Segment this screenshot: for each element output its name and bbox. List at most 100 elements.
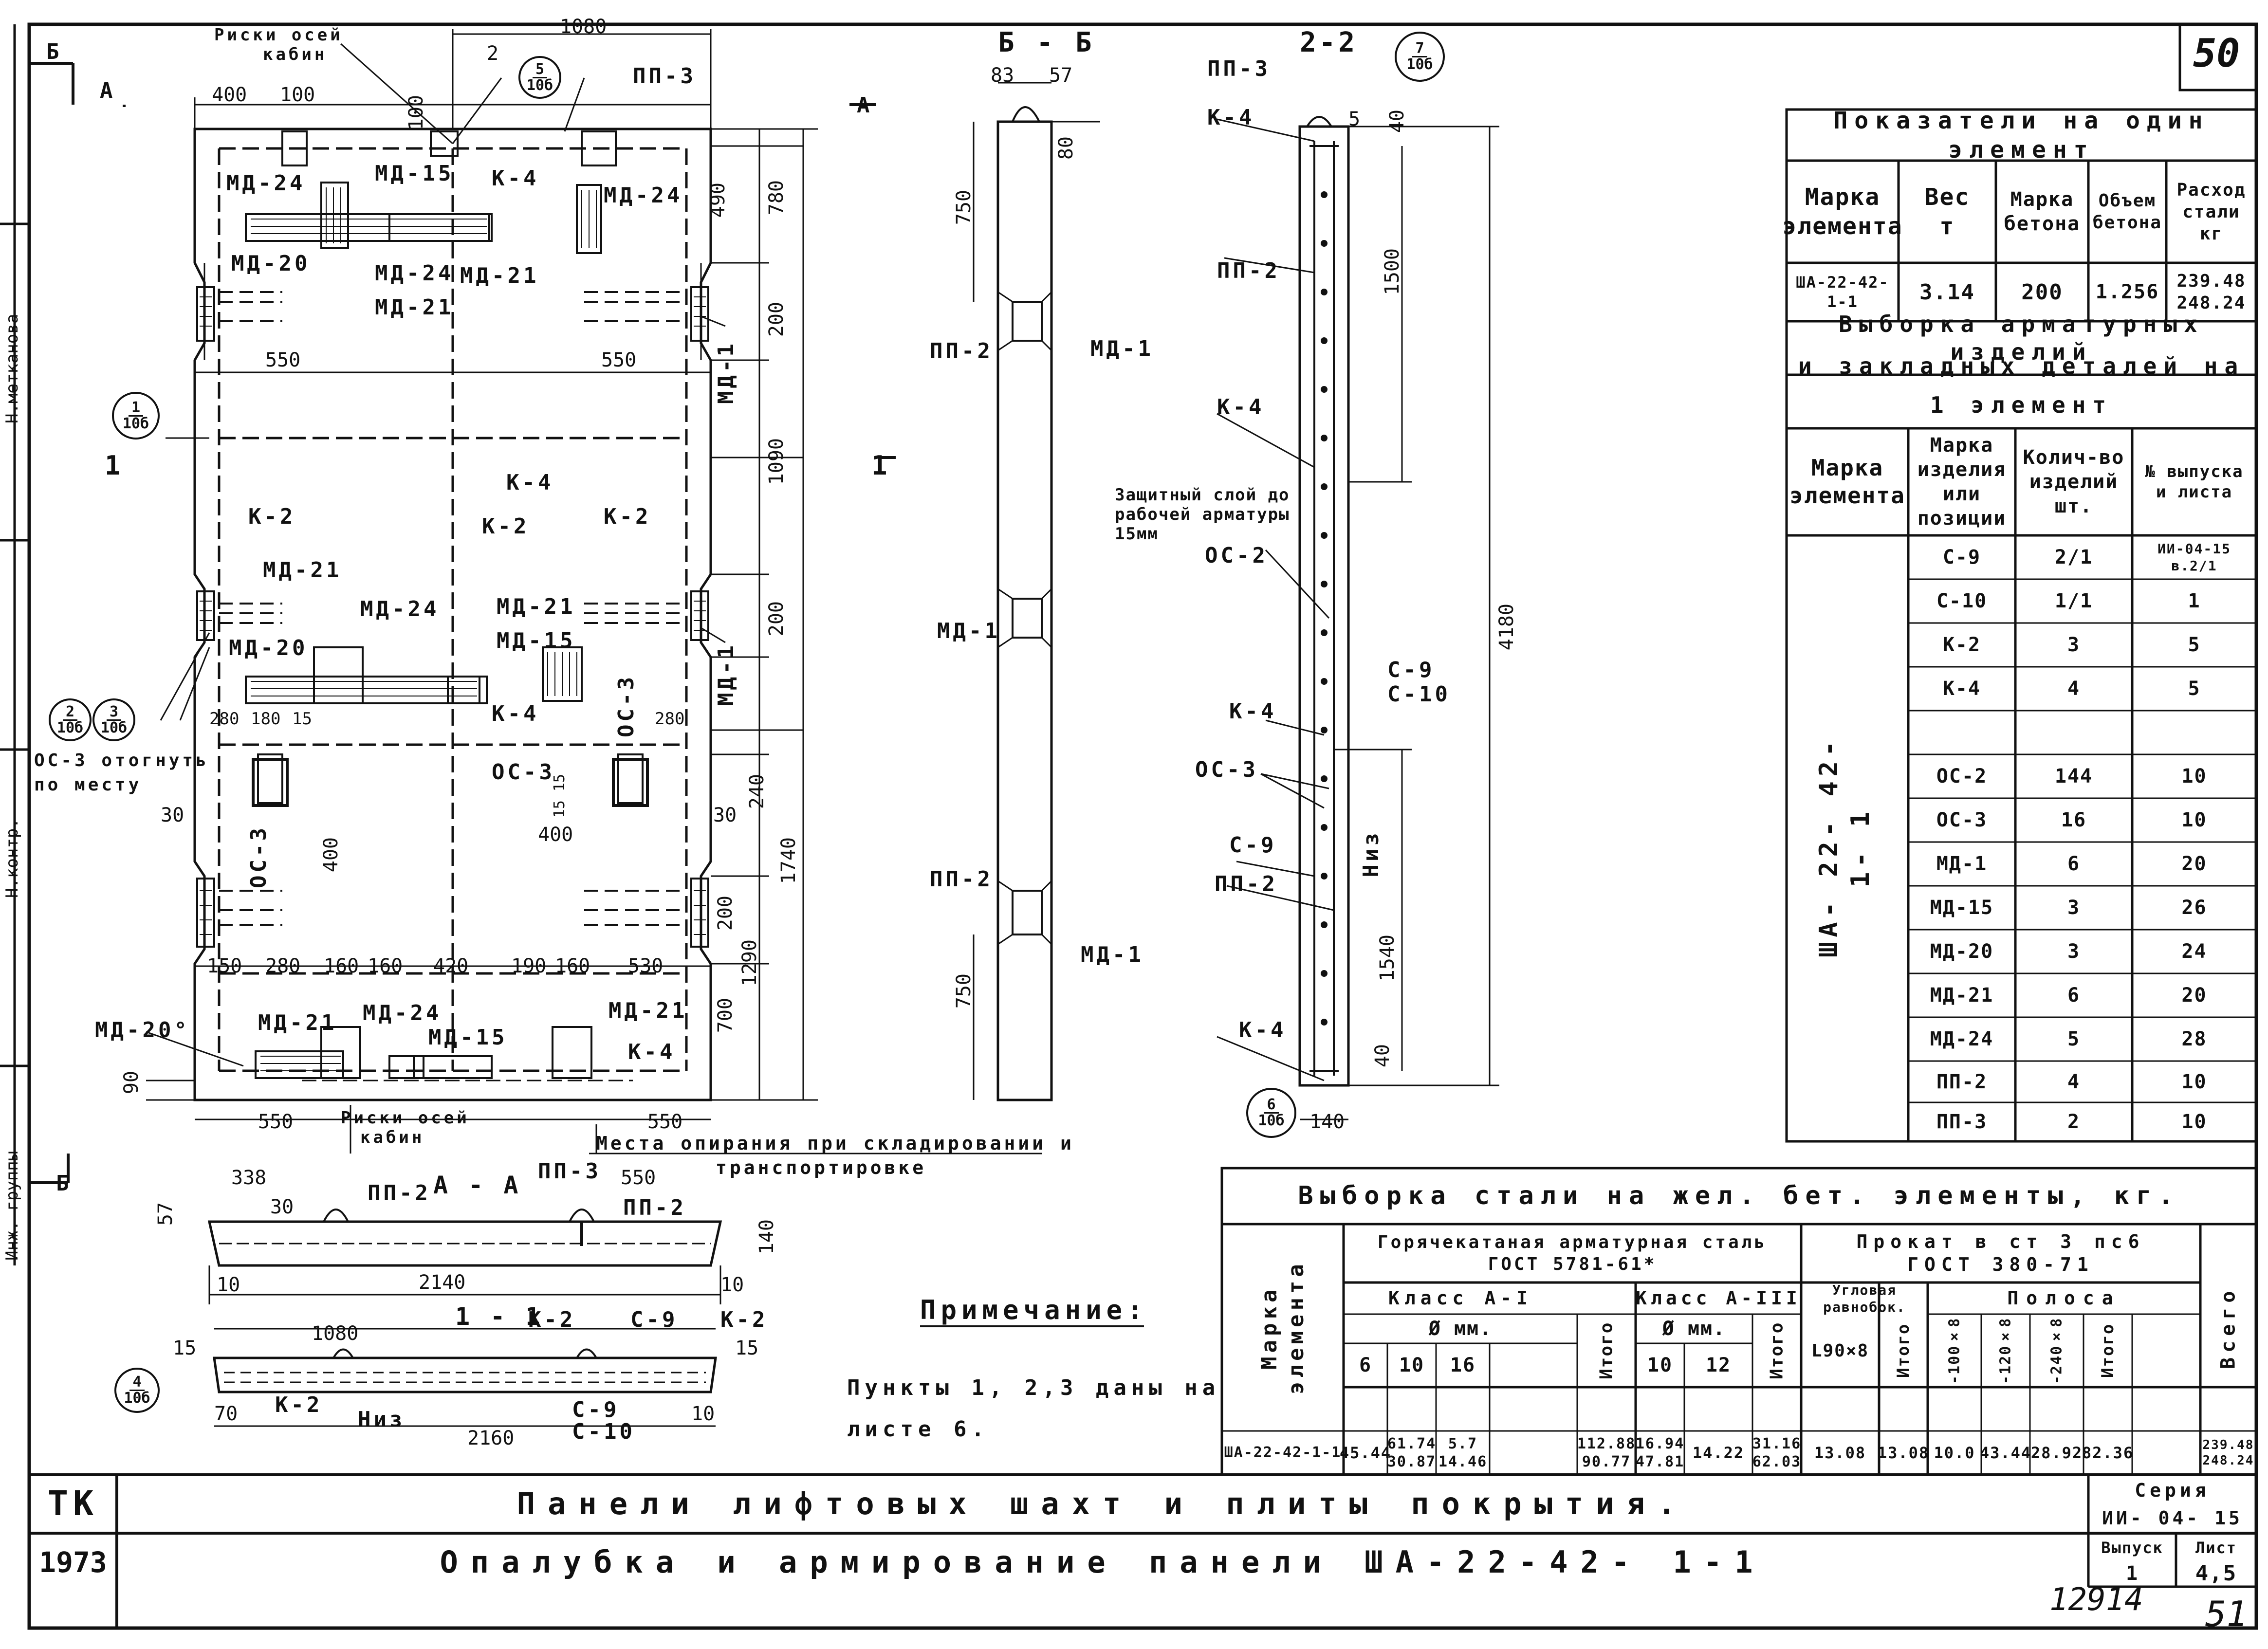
dim-400-v: 400 (320, 837, 342, 873)
lbl-md24-1: МД-24 (226, 171, 306, 196)
ts-r-a3-10: 16.94 47.81 (1635, 1435, 1685, 1471)
dim-280-b: 280 (655, 709, 685, 729)
ts-h-class1: Класс А-I (1388, 1287, 1532, 1309)
s22-lbl-oc3: ОС-3 (1195, 757, 1258, 782)
tb-issue-label: Выпуск (2101, 1539, 2163, 1557)
ts-h-a3-10: 10 (1647, 1354, 1673, 1376)
dim-r-1290: 1290 (738, 939, 761, 987)
aa-lbl-pp3: ПП-3 (538, 1159, 601, 1184)
dim-550-b: 550 (601, 349, 637, 371)
lbl-md20-3: МД-20° (95, 1018, 190, 1043)
s22-dim-4180: 4180 (1495, 604, 1518, 651)
tp-element-mark: ША- 22- 42- 1- 1 (1814, 736, 1875, 958)
tb-sheet: 4,5 (2195, 1561, 2237, 1586)
s11-dim-1080: 1080 (312, 1322, 359, 1345)
dim-b-160c: 160 (555, 955, 590, 977)
s22-lbl-pp3: ПП-3 (1207, 56, 1271, 81)
page-bottom-number: 51 (2205, 1594, 2248, 1634)
note-bend-2: по месту (34, 775, 142, 795)
ts-h-rolled: Прокат в ст 3 пс6 ГОСТ 380-71 (1856, 1230, 2145, 1276)
s11-dim-70: 70 (214, 1403, 238, 1425)
section-22-title: 2-2 (1300, 27, 1358, 58)
ts-h-hot: Горячекатаная арматурная сталь ГОСТ 5781… (1377, 1232, 1768, 1274)
te-h-concrete: Марка бетона (2004, 188, 2081, 235)
bb-lbl-pp2-a: ПП-2 (930, 339, 993, 364)
dim-b-280: 280 (265, 955, 301, 977)
sheet-number-box (2178, 23, 2258, 92)
lbl-md21-6: МД-21 (608, 998, 688, 1023)
te-r-mark: ША-22-42-1-1 (1796, 273, 1889, 311)
te-h-mark: Марка элемента (1782, 183, 1903, 240)
dim-400: 400 (212, 84, 247, 106)
ts-r-strip-total: 82.36 (2082, 1444, 2134, 1462)
s22-dim-40b: 40 (1371, 1044, 1394, 1068)
note-axis-bottom-1: Риски осей (341, 1108, 470, 1128)
ts-h-a1-16: 16 (1450, 1354, 1476, 1376)
ts-r-strip-120: 43.44 (1979, 1444, 2032, 1462)
s22-note-cover-1: Защитный слой до (1115, 485, 1290, 505)
lbl-md21-4: МД-21 (497, 594, 576, 619)
margin-label-3: Н.метканова (2, 313, 22, 423)
tb-series: ИИ- 04- 15 (2102, 1507, 2243, 1529)
s11-dim-10: 10 (691, 1403, 715, 1425)
section-bb-lines (973, 82, 1100, 1101)
s11-lbl-c9-b: С-9 (572, 1397, 620, 1422)
ts-r-a1-10: 61.74 30.87 (1387, 1435, 1437, 1471)
s11-lbl-c9: С-9 (630, 1307, 678, 1332)
lbl-md24-2: МД-24 (604, 183, 683, 208)
te-r-weight: 3.14 (1919, 279, 1975, 305)
te-r-steel: 239.48 248.24 (2176, 271, 2246, 313)
s22-lbl-c10: С-10 (1387, 682, 1451, 707)
dim-r-240: 240 (746, 774, 768, 809)
dim-r-1090: 1090 (765, 438, 788, 485)
ts-h-a1-10: 10 (1399, 1354, 1425, 1376)
lbl-md21-2: МД-21 (460, 263, 539, 288)
dim-r-780: 780 (765, 180, 788, 216)
s22-lbl-k4-c: К-4 (1229, 699, 1277, 724)
te-h-weight: Вес т (1924, 183, 1970, 240)
ts-r-mark: ША-22-42-1-1 (1224, 1444, 1342, 1462)
s22-note-cover-2: рабочей арматуры (1115, 505, 1290, 524)
tp-title-3: 1 элемент (1930, 391, 2113, 418)
s11-dim-2160: 2160 (467, 1427, 515, 1449)
tb-year: 1973 (39, 1545, 107, 1579)
ts-h-total1: Итого (1596, 1321, 1617, 1380)
embedded-plates (196, 130, 709, 1079)
lbl-k2-2: К-2 (482, 514, 530, 539)
lbl-md21-5: МД-21 (258, 1010, 337, 1035)
s22-lbl-c9-a: С-9 (1387, 658, 1435, 682)
tp-h-issue: № выпуска и листа (2145, 461, 2244, 502)
aa-dim-550: 550 (621, 1167, 656, 1189)
dim-b-530: 530 (628, 955, 664, 977)
section-mark-b-bottom: Б (56, 1171, 72, 1196)
aa-dim-57: 57 (154, 1202, 177, 1226)
lbl-md21-1: МД-21 (375, 295, 454, 320)
tb-sheet-label: Лист (2195, 1539, 2237, 1557)
ts-r-strip-100: 10.0 (1934, 1444, 1975, 1462)
bb-lbl-pp2-b: ПП-2 (930, 867, 993, 892)
tb-title-1: Панели лифтовых шахт и плиты покрытия. (516, 1486, 1689, 1522)
note-support-2: транспортировке (716, 1157, 927, 1178)
bb-dim-57: 57 (1049, 64, 1073, 87)
aa-dim-30: 30 (270, 1196, 294, 1218)
dim-b-160a: 160 (324, 955, 359, 977)
ts-h-element: Марка элемента (1257, 1260, 1309, 1395)
ts-r-angle: 13.08 (1814, 1444, 1866, 1462)
dim-30-b: 30 (713, 804, 737, 826)
dim-100: 100 (280, 84, 315, 106)
section-mark-1-right: 1 (871, 450, 890, 481)
lbl-k2-1: К-2 (248, 504, 296, 529)
dim-1080: 1080 (560, 16, 607, 38)
s22-lbl-niz: Низ (1359, 830, 1383, 878)
section-22-lines (1217, 116, 1499, 1120)
lbl-md1-2: МД-1 (714, 642, 738, 706)
s22-dim-1500: 1500 (1381, 248, 1403, 295)
ts-h-strip-120: -120×8 (1997, 1317, 2014, 1384)
lbl-oc3-3: ОС-3 (246, 825, 271, 888)
inventory-number: 12914 (2049, 1582, 2143, 1618)
dim-400-h: 400 (538, 824, 573, 846)
table-parts-grid (1785, 373, 2258, 1143)
ts-h-all: Всего (2217, 1286, 2240, 1369)
